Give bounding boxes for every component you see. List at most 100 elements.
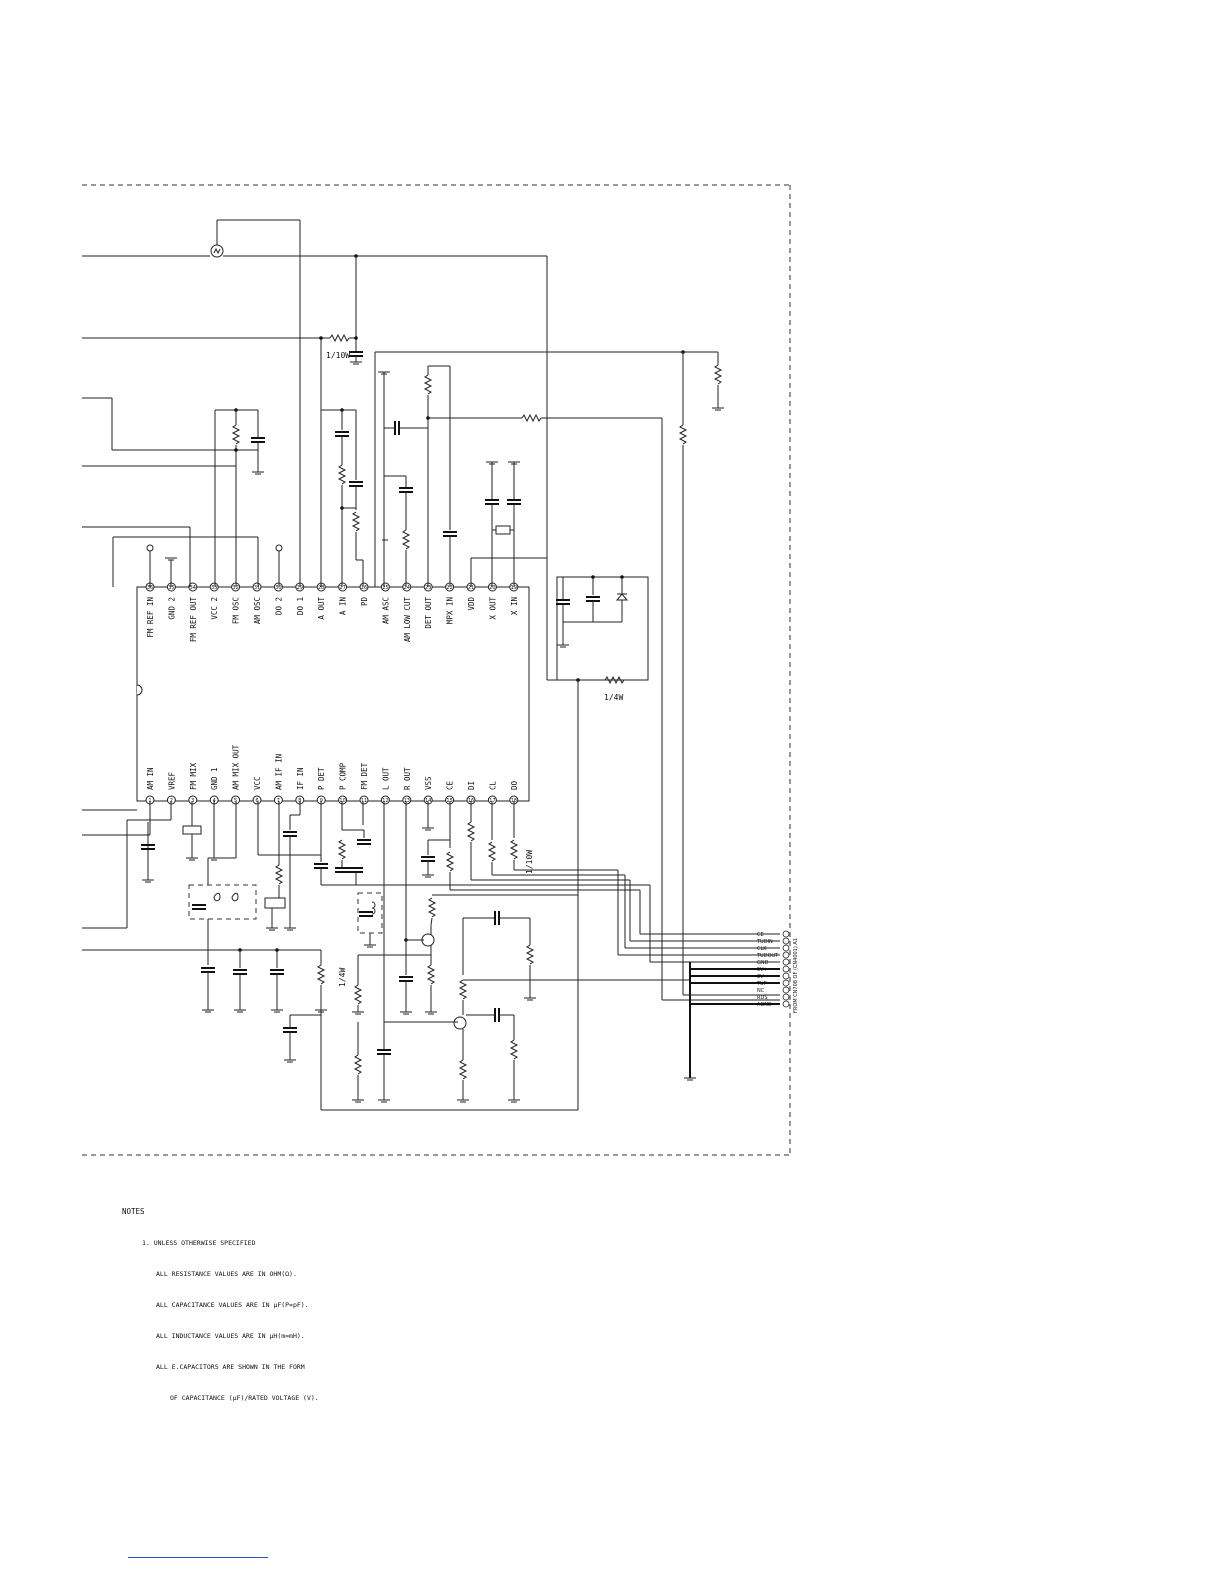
pin-label: VDD [467, 597, 476, 611]
pin-number: 2 [170, 798, 173, 804]
ic-pin: 5AM MIX OUT [231, 744, 241, 805]
notes-line: OF CAPACITANCE (μF)/RATED VOLTAGE (V). [170, 1393, 319, 1402]
pin-number: 3 [191, 798, 194, 804]
notes-line: ALL E.CAPACITORS ARE SHOWN IN THE FORM [156, 1363, 305, 1372]
pin-label: P COMP [339, 762, 348, 790]
pin-label: A IN [339, 597, 348, 615]
connector-pin: TUP [756, 979, 790, 987]
pin-number: 16 [468, 798, 474, 804]
notes-item: 1. UNLESS OTHERWISE SPECIFIED [142, 1239, 256, 1248]
pin-label: AM IN [146, 767, 155, 790]
ic-pin: 9P DET [316, 767, 326, 805]
pin-number: 29 [297, 585, 303, 591]
pin-label: DET OUT [424, 597, 433, 629]
pin-number: 7 [277, 798, 280, 804]
pin-label: DO 1 [296, 597, 305, 615]
footer-rule [128, 1557, 268, 1558]
connector-pin: TUDIN [756, 937, 790, 945]
test-point-icon [146, 544, 154, 552]
pin-label: FM DET [360, 762, 369, 790]
pin-label: AM MIX OUT [232, 744, 241, 790]
pin-label: X IN [510, 597, 519, 615]
pin-number: 27 [339, 585, 345, 591]
ic-pin: 6 VCC [252, 776, 262, 805]
pin-number: 6 [255, 798, 258, 804]
pin-label: A OUT [317, 597, 326, 620]
pin-label: VCC 2 [210, 597, 219, 620]
connector-pin-label: GND [757, 960, 769, 966]
pin-label: FM MIX [189, 762, 198, 790]
resistor-rating-label: 1/4W [338, 968, 347, 987]
pin-number: 32 [232, 585, 238, 591]
pin-label: DO [510, 780, 519, 790]
pin-number: 26 [361, 585, 367, 591]
resistor-rating-label: 1/10W [525, 850, 534, 874]
notes-line: ALL RESISTANCE VALUES ARE IN OHM(Ω). [156, 1270, 297, 1279]
ic-pin: 20X OUT [487, 582, 497, 620]
pin-number: 25 [382, 585, 388, 591]
connector-pin: TUDOUT [756, 951, 790, 959]
transistor-icon [421, 933, 435, 947]
connector-pin-label: AGND [757, 1002, 772, 1008]
crystal-icon [495, 525, 511, 535]
ic-pin: 10P COMP [338, 762, 348, 805]
pin-number: 20 [489, 585, 495, 591]
ic-pin: 19 X IN [509, 582, 519, 615]
pin-number: 23 [425, 585, 431, 591]
connector-pin: AGND [757, 1000, 790, 1008]
pin-number: 14 [425, 798, 431, 804]
pin-number: 33 [211, 585, 217, 591]
pin-label: P DET [317, 767, 326, 790]
zener-diode-icon [615, 593, 629, 601]
pin-number: 4 [213, 798, 216, 804]
pin-number: 34 [190, 585, 196, 591]
ic-pin: 28 A OUT [316, 582, 326, 620]
ic-pin: 8IF IN [295, 767, 305, 805]
pin-number: 21 [468, 585, 474, 591]
pin-label: GND 2 [167, 597, 176, 620]
notes-heading: NOTES [122, 1206, 145, 1216]
pin-label: PD [360, 597, 369, 607]
ic-pin: 16 DI [466, 781, 476, 805]
ic-pin: 13R OUT [402, 767, 412, 805]
pin-number: 22 [446, 585, 452, 591]
connector-pin: CLK [757, 944, 790, 952]
regulator-block [556, 576, 649, 681]
ceramic-filter-icon [264, 897, 286, 909]
pin-label: AM LOW CUT [403, 597, 412, 643]
pin-label: R OUT [403, 767, 412, 790]
pin-number: 19 [511, 585, 517, 591]
pin-number: 17 [489, 798, 495, 804]
pin-label: VSS [424, 776, 433, 790]
pin-number: 28 [318, 585, 324, 591]
pin-number: 11 [361, 798, 367, 804]
notes-line: ALL CAPACITANCE VALUES ARE IN μF(P=pF). [156, 1301, 309, 1310]
coil-block [188, 884, 257, 920]
pin-label: DI [467, 781, 476, 790]
connector-pin-label: 5V+ [757, 967, 768, 973]
ic-pin: 31 AM OSC [252, 582, 262, 624]
ic-pin: 11 FM DET [359, 762, 369, 805]
pin-label: VCC [253, 776, 262, 790]
pin-number: 35 [168, 585, 174, 591]
ic-pin: 12L OUT [380, 767, 390, 805]
connector-pin-label: NC [757, 988, 765, 994]
resistor-rating-label: 1/10W [326, 351, 350, 360]
pin-label: AM OSC [253, 597, 262, 624]
connector-pin-label: TUDIN [756, 939, 773, 945]
pin-label: CL [488, 780, 497, 790]
pin-number: 31 [254, 585, 260, 591]
connector-pin-label: RDS [757, 995, 768, 1001]
connector-pin: 8V [757, 972, 790, 980]
pin-label: CE [446, 780, 455, 790]
